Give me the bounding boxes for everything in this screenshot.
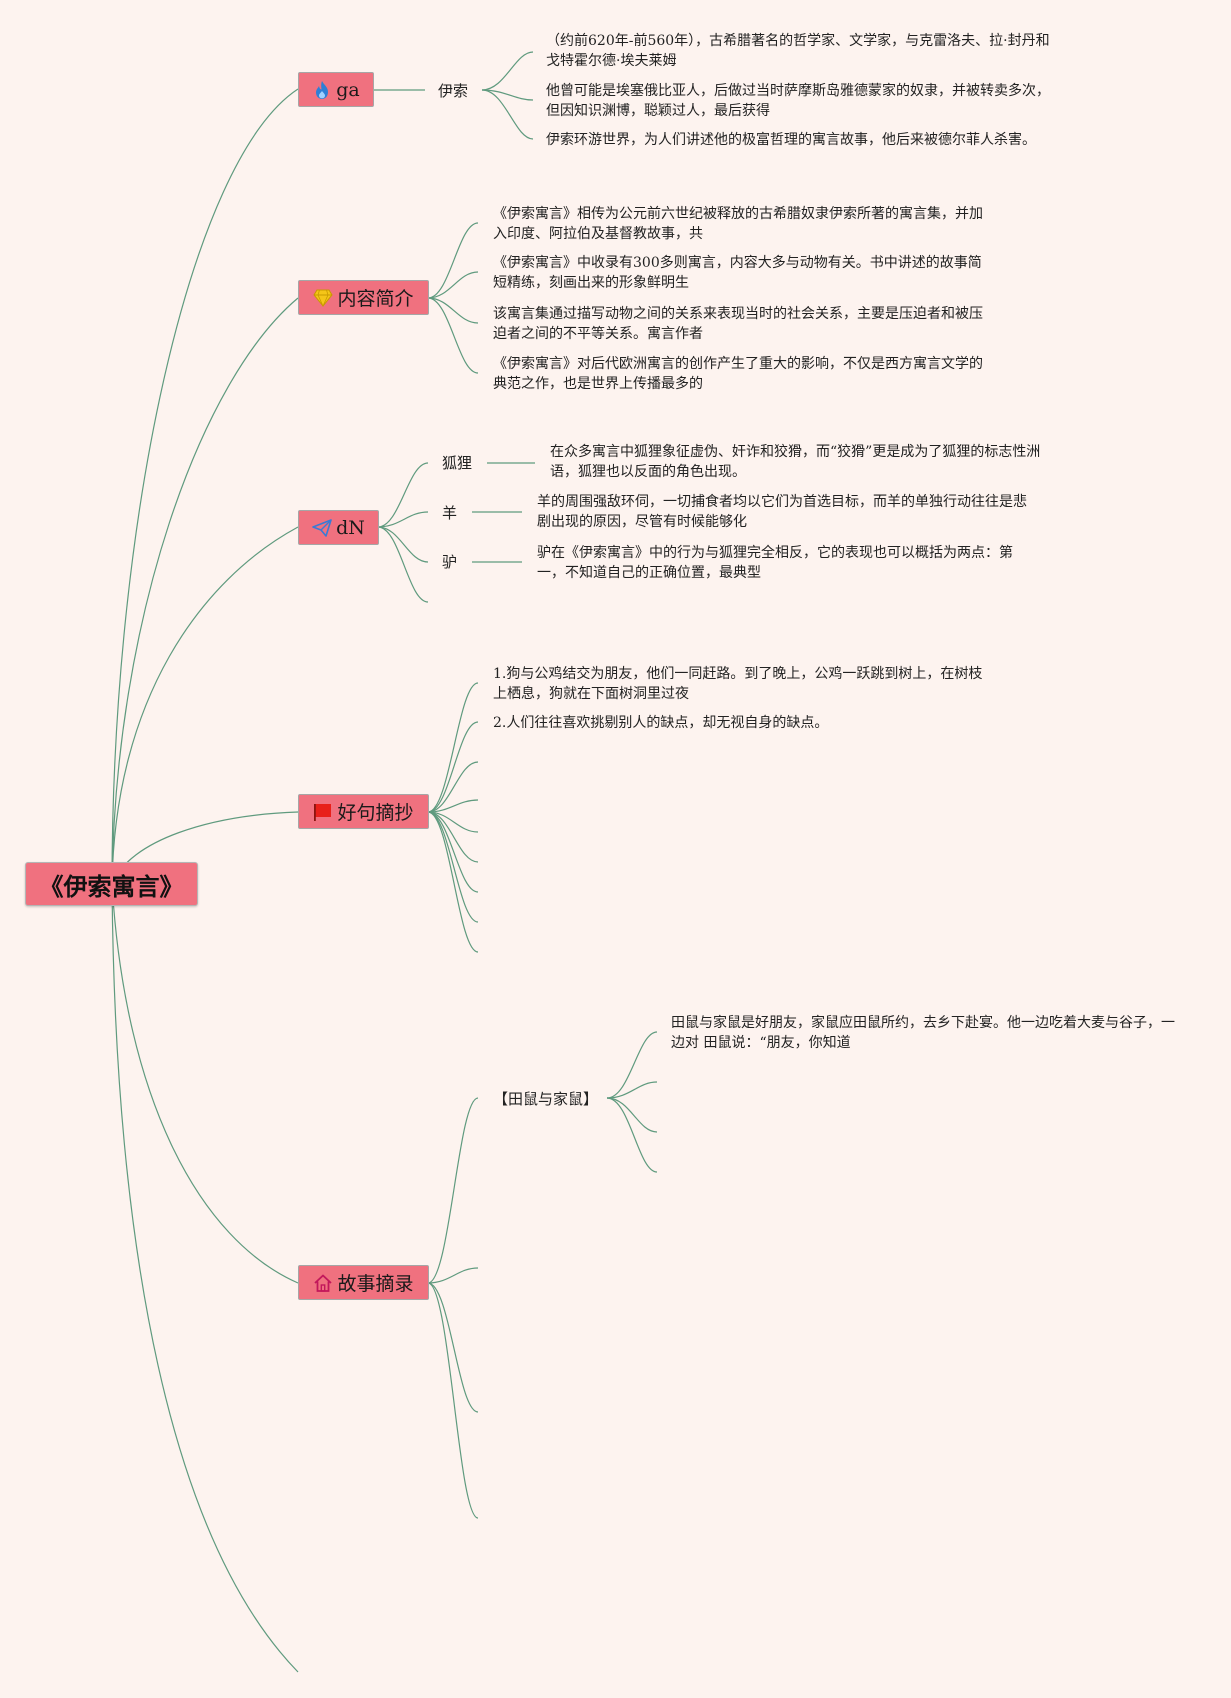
leaf-quote-2[interactable]: 2.人们往往喜欢挑剔别人的缺点，却无视自身的缺点。	[493, 715, 829, 731]
root-link-dn	[111, 526, 299, 885]
stories-link-3	[427, 1282, 479, 1413]
branch-node-ga[interactable]: ga	[298, 72, 374, 107]
sub-topic-sheep[interactable]: 羊	[442, 504, 458, 522]
intro-link-3	[427, 297, 479, 324]
leaf-story-1[interactable]: 田鼠与家鼠是好朋友，家鼠应田鼠所约，去乡下赴宴。他一边吃着大麦与谷子，一边对 田…	[671, 1015, 1175, 1051]
root-title: 《伊索寓言》	[39, 872, 184, 901]
root-link-bottom	[111, 883, 299, 1673]
house-icon	[313, 1273, 333, 1293]
dn-link-3	[377, 526, 429, 563]
diamond-icon	[313, 288, 334, 308]
branch-node-stories[interactable]: 故事摘录	[298, 1265, 429, 1300]
root-link-stories	[111, 883, 299, 1284]
leaf-intro-4[interactable]: 《伊索寓言》对后代欧洲寓言的创作产生了重大的影响，不仅是西方寓言文学的典范之作，…	[493, 356, 983, 392]
dn-link-4	[377, 526, 429, 603]
sub-topic-yisuo[interactable]: 伊索	[438, 82, 469, 100]
branch-label-stories: 故事摘录	[337, 1273, 414, 1295]
intro-link-1	[427, 222, 479, 299]
branch-label-ga: ga	[336, 78, 360, 101]
leaf-intro-2[interactable]: 《伊索寓言》中收录有300多则寓言，内容大多与动物有关。书中讲述的故事简短精练，…	[493, 255, 982, 291]
stories-sub-link-3	[606, 1097, 658, 1133]
stories-link-4	[427, 1282, 479, 1519]
root-node[interactable]: 《伊索寓言》	[25, 862, 198, 906]
quotes-link-3	[427, 761, 479, 813]
branch-node-dn[interactable]: dN	[298, 510, 379, 545]
leaf-quote-1[interactable]: 1.狗与公鸡结交为朋友，他们一同赶路。到了晚上，公鸡一跃跳到树上，在树枝上栖息，…	[493, 666, 983, 702]
flame-icon	[312, 80, 332, 100]
ga-sub-link-3	[481, 89, 534, 140]
quotes-link-8	[427, 811, 479, 923]
stories-sub-link-2	[606, 1081, 658, 1099]
intro-link-2	[427, 271, 479, 299]
dn-link-2	[377, 511, 429, 528]
branch-node-intro[interactable]: 内容简介	[298, 280, 429, 315]
flag-icon	[313, 802, 333, 822]
leaf-ga-3[interactable]: 伊索环游世界，为人们讲述他的极富哲理的寓言故事，他后来被德尔菲人杀害。	[546, 132, 1036, 148]
leaf-intro-1[interactable]: 《伊索寓言》相传为公元前六世纪被释放的古希腊奴隶伊索所著的寓言集，并加入印度、阿…	[493, 206, 983, 242]
quotes-link-6	[427, 811, 479, 863]
leaf-donkey[interactable]: 驴在《伊索寓言》中的行为与狐狸完全相反，它的表现也可以概括为两点：第一，不知道自…	[537, 545, 1013, 581]
stories-sub-link-1	[606, 1031, 658, 1099]
branch-node-quotes[interactable]: 好句摘抄	[298, 794, 429, 829]
branch-label-quotes: 好句摘抄	[337, 802, 414, 824]
sub-topic-mice[interactable]: 【田鼠与家鼠】	[493, 1090, 599, 1108]
leaf-ga-1[interactable]: （约前620年-前560年），古希腊著名的哲学家、文学家，与克雷洛夫、拉·封丹和…	[546, 33, 1050, 69]
leaf-fox[interactable]: 在众多寓言中狐狸象征虚伪、奸诈和狡猾，而“狡猾”更是成为了狐狸的标志性洲语，狐狸…	[550, 444, 1041, 480]
paper-plane-icon	[312, 518, 332, 538]
leaf-sheep[interactable]: 羊的周围强敌环伺，一切捕食者均以它们为首选目标，而羊的单独行动往往是悲剧出现的原…	[537, 494, 1027, 530]
branch-label-dn: dN	[336, 516, 365, 539]
intro-link-4	[427, 297, 479, 374]
quotes-link-9	[427, 811, 479, 953]
quotes-link-4	[427, 799, 479, 813]
stories-link-sub	[427, 1097, 479, 1284]
ga-sub-link-1	[481, 51, 534, 91]
dn-link-1	[377, 462, 429, 528]
quotes-link-1	[427, 682, 479, 813]
branch-label-intro: 内容简介	[337, 288, 414, 310]
leaf-intro-3[interactable]: 该寓言集通过描写动物之间的关系来表现当时的社会关系，主要是压迫者和被压迫者之间的…	[493, 306, 983, 342]
ga-sub-link-2	[481, 89, 534, 101]
quotes-link-2	[427, 721, 479, 813]
stories-sub-link-4	[606, 1097, 658, 1173]
root-link-ga	[111, 88, 299, 885]
root-link-intro	[111, 297, 299, 885]
sub-topic-fox[interactable]: 狐狸	[442, 454, 473, 472]
leaf-ga-2[interactable]: 他曾可能是埃塞俄比亚人，后做过当时萨摩斯岛雅德蒙家的奴隶，并被转卖多次，但因知识…	[546, 83, 1050, 119]
stories-link-2	[427, 1267, 479, 1284]
sub-topic-donkey[interactable]: 驴	[442, 553, 458, 571]
